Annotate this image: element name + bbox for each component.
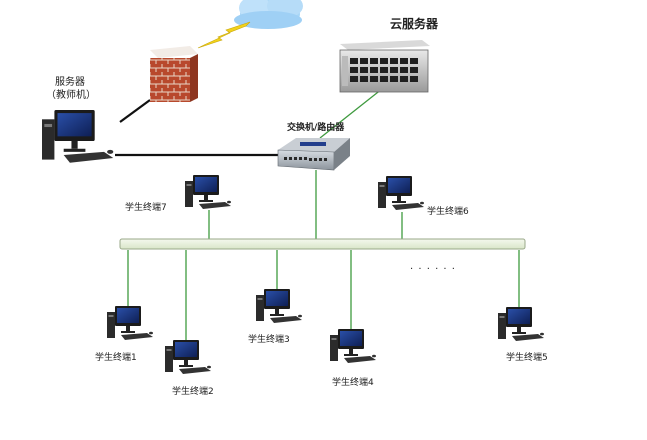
network-switch-icon [277, 138, 350, 171]
terminal-label-4: 学生终端4 [332, 378, 374, 388]
cloud-icon [234, 0, 303, 29]
terminal-label-2: 学生终端2 [172, 387, 214, 397]
more-terminals-ellipsis: · · · · · · [410, 264, 456, 275]
teacher-server-label-line2: （教师机） [46, 90, 96, 101]
link-server-firewall [119, 99, 151, 123]
lightning-icon [197, 21, 251, 49]
rack-server-icon [339, 40, 430, 93]
workstation-icon [330, 329, 376, 363]
switch-router-label: 交换机/路由器 [287, 123, 345, 133]
network-bus [119, 238, 526, 250]
workstation-icon [42, 110, 114, 163]
terminal-label-6: 学生终端6 [427, 207, 469, 217]
cloud-server-label: 云服务器 [390, 17, 439, 31]
terminal-label-1: 学生终端1 [95, 353, 137, 363]
terminal-label-5: 学生终端5 [506, 353, 548, 363]
workstation-icon [165, 340, 211, 374]
workstation-icon [498, 307, 544, 341]
terminal-label-3: 学生终端3 [248, 335, 290, 345]
workstation-icon [185, 175, 231, 209]
firewall-icon [150, 46, 198, 102]
link-switch-cloudserver [319, 84, 388, 139]
workstation-icon [107, 306, 153, 340]
workstation-icon [256, 289, 302, 323]
workstation-icon [378, 176, 424, 210]
terminal-label-7: 学生终端7 [125, 203, 167, 213]
teacher-server-label-line1: 服务器 [55, 77, 85, 88]
